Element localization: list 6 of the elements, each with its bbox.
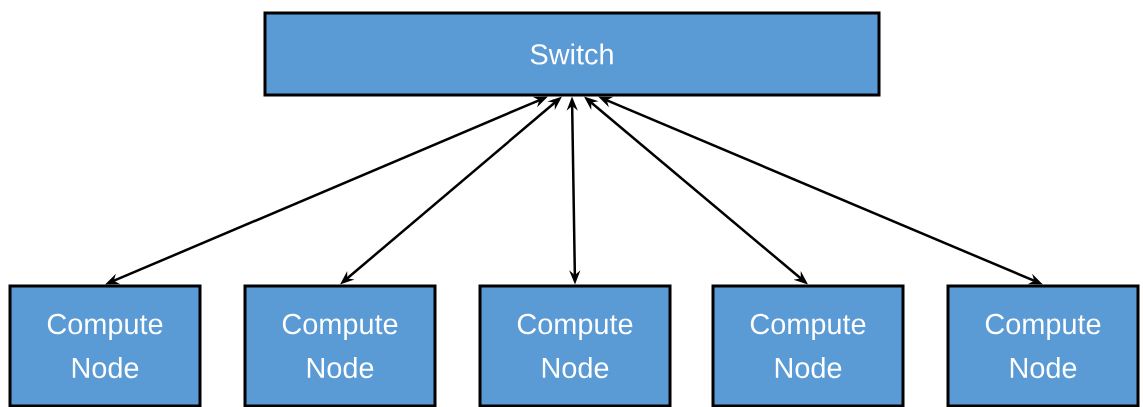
compute-node-box: Compute Node [478,284,672,407]
compute-node-box: Compute Node [711,284,905,407]
compute-node-box: Compute Node [243,284,437,407]
compute-node-box: Compute Node [8,284,202,407]
switch-box: Switch [263,11,881,97]
compute-node-box: Compute Node [946,284,1140,407]
